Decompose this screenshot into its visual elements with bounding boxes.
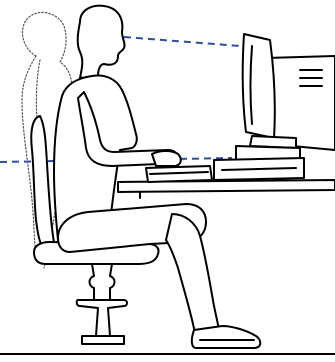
person-hand [152,151,181,166]
eye-level-sightline [124,37,240,46]
person-shoe [192,326,260,348]
person-lower-leg [166,214,220,338]
chair-base [77,300,127,336]
keyboard [146,166,212,182]
monitor-screen [243,34,275,138]
chair-column [90,264,115,300]
chair-backrest [31,116,56,252]
person-head [78,6,125,78]
computer-monitor [214,34,335,180]
